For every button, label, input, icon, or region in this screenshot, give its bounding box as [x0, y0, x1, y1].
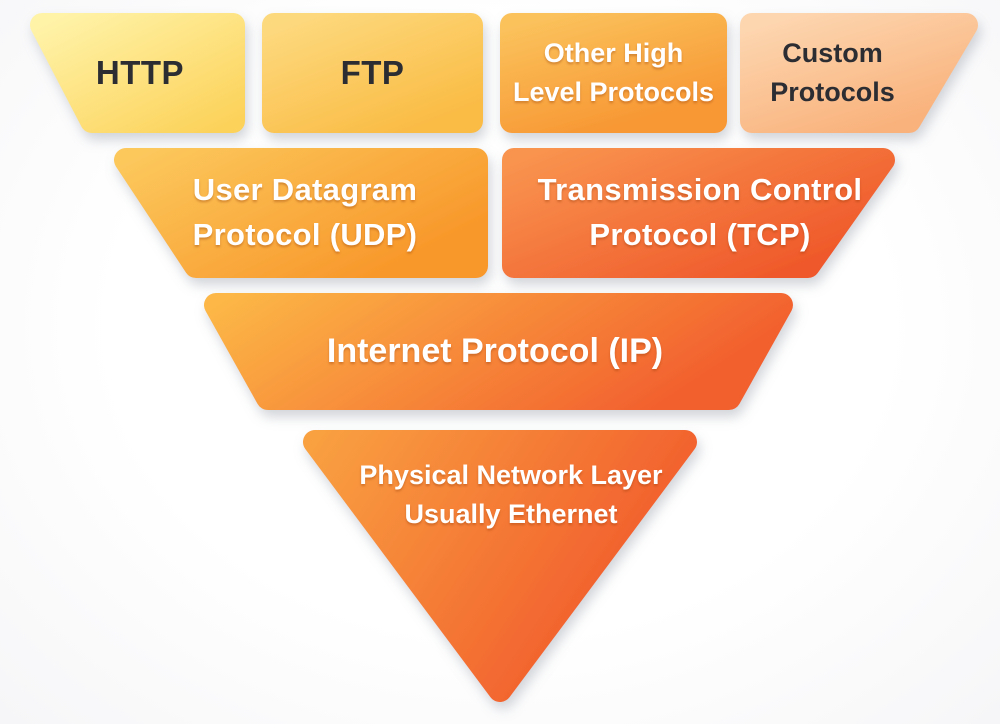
udp-shape [114, 148, 488, 278]
tcp-shape [502, 148, 895, 278]
physical-layer-shape [303, 430, 697, 702]
custom-protocols-shape [740, 13, 978, 133]
ip-shape [204, 293, 793, 410]
http-shape [30, 13, 245, 133]
ftp-shape [262, 13, 483, 133]
other-protocols-shape [500, 13, 727, 133]
